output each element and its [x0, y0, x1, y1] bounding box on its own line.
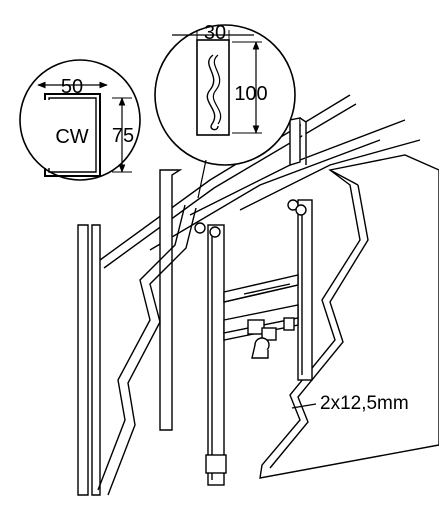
leader-lines — [197, 159, 317, 409]
profile-height-label: 75 — [112, 125, 134, 147]
profile-type-label: CW — [55, 126, 88, 148]
board-thickness-label: 2x12,5mm — [320, 393, 409, 414]
profile-width-label: 50 — [61, 76, 83, 98]
right-plasterboard — [259, 154, 439, 479]
left-stud-profiles — [77, 117, 307, 496]
left-board-edge — [97, 204, 197, 496]
cw-profile-detail — [19, 59, 141, 181]
wood-width-label: 30 — [204, 22, 226, 44]
installation-frame — [194, 199, 313, 486]
wood-inlay-detail — [154, 24, 296, 166]
wood-height-label: 100 — [234, 83, 267, 105]
